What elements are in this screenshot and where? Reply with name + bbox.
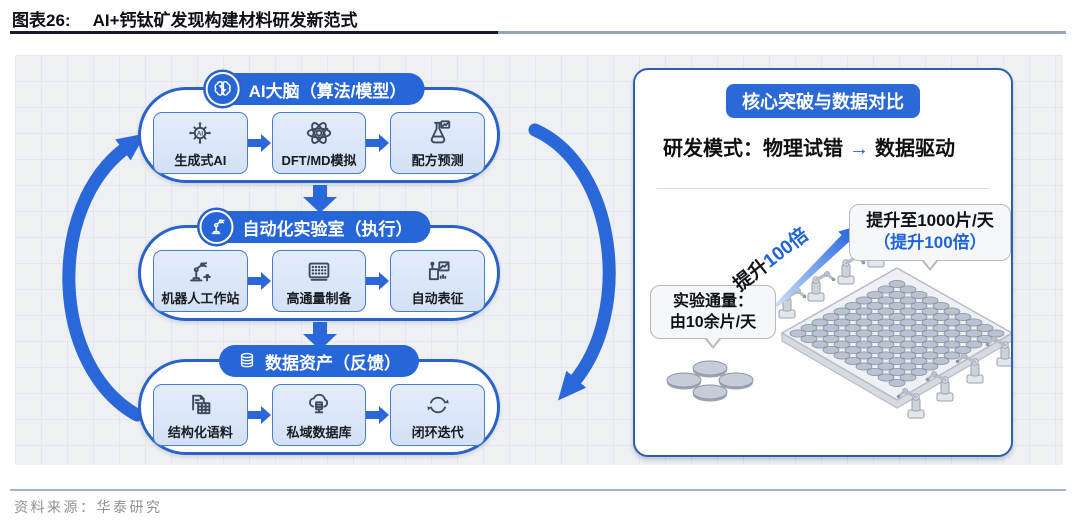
flask-chart-icon bbox=[430, 120, 450, 144]
stage-ai-brain: AI大脑（算法/模型） AI 生成式AI bbox=[138, 72, 500, 183]
svg-text:AI: AI bbox=[197, 130, 204, 137]
figure-title-bar: 图表26: AI+钙钛矿发现构建材料研发新范式 bbox=[12, 6, 358, 31]
diagram-panel: AI大脑（算法/模型） AI 生成式AI bbox=[15, 55, 1063, 465]
figure-number: 图表26: bbox=[12, 11, 71, 30]
item-closed-loop: 闭环迭代 bbox=[390, 384, 486, 446]
sample-tray bbox=[780, 267, 1011, 409]
after-line1: 提升至1000片/天 bbox=[866, 211, 994, 230]
title-underline-light bbox=[498, 31, 1066, 34]
right-arrow-icon bbox=[247, 134, 271, 152]
item-high-throughput: 高通量制备 bbox=[271, 250, 367, 312]
stage-data-assets-label: 数据资产（反馈） bbox=[265, 353, 401, 373]
after-line2: （提升100倍） bbox=[873, 233, 987, 253]
right-arrow-icon bbox=[247, 272, 271, 290]
robot-arm-icon bbox=[211, 219, 225, 235]
before-line2: 由10余片/天 bbox=[669, 314, 757, 332]
tray-sample-discs bbox=[789, 279, 1005, 387]
before-throughput-bubble: 实验通量： 由10余片/天 bbox=[650, 285, 776, 350]
mode-arrow-icon: → bbox=[849, 138, 869, 160]
item-high-throughput-label: 高通量制备 bbox=[286, 291, 352, 306]
rd-mode-line: 研发模式：物理试错 → 数据驱动 bbox=[663, 132, 955, 161]
cloud-database-icon bbox=[309, 393, 329, 414]
source-divider bbox=[10, 489, 1066, 491]
stage-ai-brain-items: AI 生成式AI bbox=[153, 112, 486, 174]
right-arrow-icon bbox=[366, 406, 390, 424]
down-arrow-icon bbox=[303, 322, 337, 350]
stage-auto-lab-label: 自动化实验室（执行） bbox=[242, 219, 413, 239]
feedback-arc-left bbox=[62, 133, 146, 422]
item-structured-corpus-label: 结构化语料 bbox=[167, 425, 233, 440]
item-private-database-label: 私域数据库 bbox=[286, 425, 352, 440]
item-closed-loop-label: 闭环迭代 bbox=[411, 425, 464, 440]
rd-mode-to: 数据驱动 bbox=[875, 138, 955, 160]
after-throughput-bubble: 提升至1000片/天 （提升100倍） bbox=[849, 204, 1011, 271]
well-plate-icon bbox=[308, 262, 330, 281]
item-auto-characterization-label: 自动表征 bbox=[411, 291, 464, 306]
item-auto-characterization: 自动表征 bbox=[390, 250, 486, 312]
item-formula-prediction: 配方预测 bbox=[390, 112, 486, 174]
ai-network-icon: AI bbox=[189, 122, 212, 144]
stage-auto-lab-header: 自动化实验室（执行） bbox=[199, 210, 431, 244]
stage-data-assets-header: 数据资产（反馈） bbox=[219, 345, 419, 377]
loop-arrows-icon bbox=[427, 396, 449, 414]
stage-data-assets: 数据资产（反馈） 结构化语料 bbox=[138, 345, 500, 455]
item-private-database: 私域数据库 bbox=[271, 384, 367, 446]
small-disc-cluster bbox=[666, 360, 754, 402]
brain-icon-circle bbox=[205, 72, 240, 106]
title-underline-dark bbox=[10, 31, 498, 34]
stage-auto-lab: 自动化实验室（执行） 机器人 bbox=[138, 210, 500, 321]
right-arrow-icon bbox=[366, 134, 390, 152]
robot-workstation-icon bbox=[190, 262, 212, 282]
right-arrow-icon bbox=[366, 272, 390, 290]
rd-mode-from: 物理试错 bbox=[763, 138, 843, 160]
down-arrow-icon bbox=[303, 185, 337, 213]
item-robot-workstation-label: 机器人工作站 bbox=[161, 291, 240, 306]
figure-title: AI+钙钛矿发现构建材料研发新范式 bbox=[92, 11, 358, 30]
document-table-icon bbox=[192, 394, 211, 415]
before-line1: 实验通量： bbox=[672, 293, 753, 310]
stage-ai-brain-header: AI大脑（算法/模型） bbox=[205, 72, 425, 106]
stage-ai-brain-label: AI大脑（算法/模型） bbox=[248, 81, 407, 101]
atom-icon bbox=[306, 122, 332, 144]
item-generative-ai-label: 生成式AI bbox=[174, 153, 227, 168]
comparison-panel: 核心突破与数据对比 研发模式：物理试错→数据驱动 提升100倍 提升至1000片… bbox=[633, 68, 1013, 457]
item-formula-prediction-label: 配方预测 bbox=[411, 153, 464, 168]
item-robot-workstation: 机器人工作站 bbox=[153, 250, 248, 312]
stage-data-assets-items: 结构化语料 私域数据库 bbox=[153, 384, 486, 446]
right-arrow-icon bbox=[247, 406, 271, 424]
gain-arrow bbox=[774, 226, 858, 308]
source-text: 资料来源：华泰研究 bbox=[14, 500, 163, 516]
comparison-divider bbox=[657, 188, 989, 189]
brain-icon bbox=[214, 81, 231, 96]
item-generative-ai: AI 生成式AI bbox=[153, 112, 248, 174]
item-dft-md-label: DFT/MD模拟 bbox=[281, 153, 357, 168]
forward-arc-right bbox=[528, 123, 616, 401]
item-structured-corpus: 结构化语料 bbox=[153, 384, 248, 446]
comparison-title: 核心突破与数据对比 bbox=[726, 84, 920, 118]
instrument-chart-icon bbox=[428, 261, 450, 281]
stage-auto-lab-items: 机器人工作站 高通量制备 bbox=[153, 250, 486, 312]
database-icon bbox=[240, 352, 254, 368]
item-dft-md: DFT/MD模拟 bbox=[271, 112, 367, 174]
robot-icon-circle bbox=[199, 210, 234, 244]
comparison-illustration bbox=[666, 226, 1011, 420]
rd-mode-label: 研发模式： bbox=[663, 138, 763, 160]
